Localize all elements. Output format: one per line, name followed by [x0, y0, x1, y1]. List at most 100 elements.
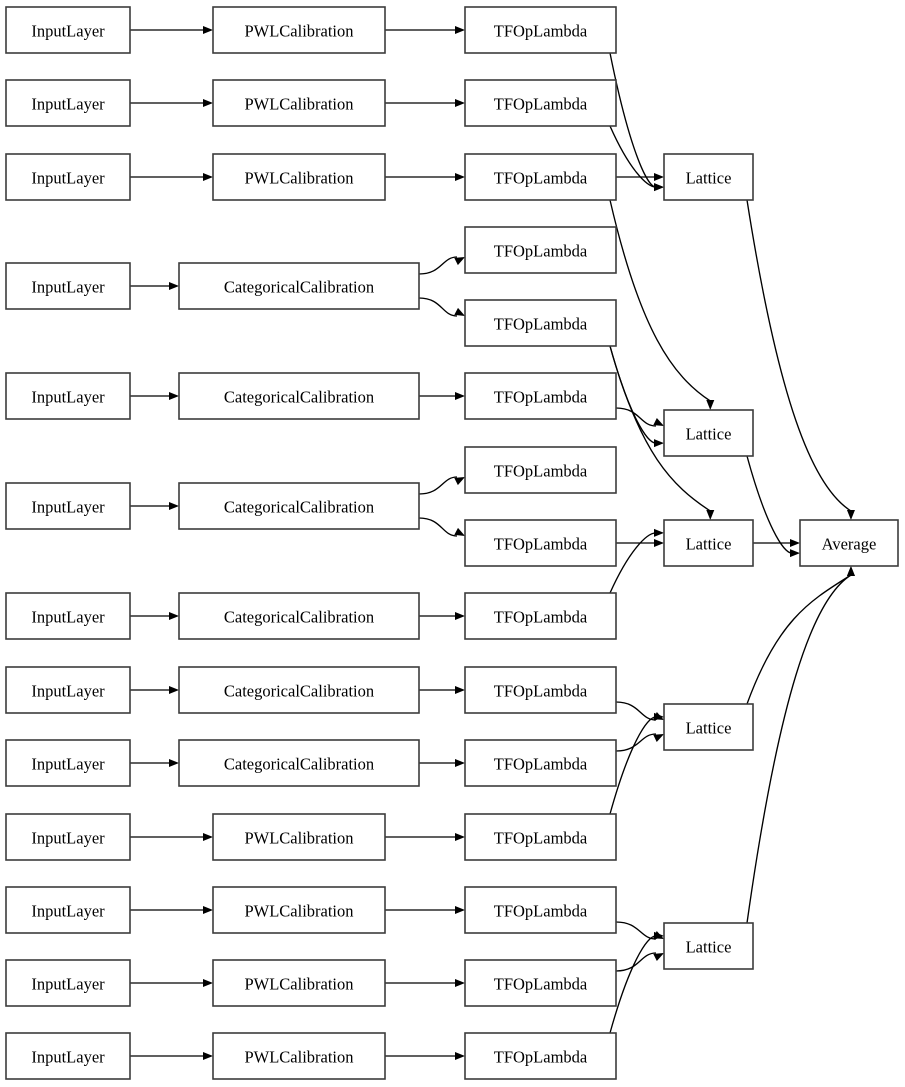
node-box[interactable]: [464, 886, 617, 934]
node-box[interactable]: [464, 6, 617, 54]
node-box[interactable]: [464, 592, 617, 640]
node-box[interactable]: [464, 1032, 617, 1080]
node-input-layer-in5[interactable]: InputLayer: [5, 372, 131, 420]
node-tfop-lambda-lam10[interactable]: TFOpLambda: [464, 666, 617, 714]
node-box[interactable]: [212, 813, 386, 861]
node-tfop-lambda-lam13[interactable]: TFOpLambda: [464, 886, 617, 934]
node-box[interactable]: [5, 959, 131, 1007]
node-lattice-lat4[interactable]: Lattice: [663, 703, 754, 751]
node-input-layer-in7[interactable]: InputLayer: [5, 592, 131, 640]
node-box[interactable]: [5, 482, 131, 530]
edge-cal9-to-lam11: [419, 759, 465, 767]
node-lattice-lat5[interactable]: Lattice: [663, 922, 754, 970]
node-tfop-lambda-lam15[interactable]: TFOpLambda: [464, 1032, 617, 1080]
node-box[interactable]: [212, 886, 386, 934]
node-input-layer-in8[interactable]: InputLayer: [5, 666, 131, 714]
node-box[interactable]: [5, 813, 131, 861]
node-box[interactable]: [178, 372, 420, 420]
node-box[interactable]: [663, 409, 754, 457]
node-categorical-calibration-cal4[interactable]: CategoricalCalibration: [178, 262, 420, 310]
node-box[interactable]: [464, 739, 617, 787]
node-box[interactable]: [5, 6, 131, 54]
node-pwlcalibration-cal10[interactable]: PWLCalibration: [212, 813, 386, 861]
node-box[interactable]: [5, 1032, 131, 1080]
node-box[interactable]: [464, 666, 617, 714]
node-box[interactable]: [5, 886, 131, 934]
node-box[interactable]: [212, 959, 386, 1007]
node-box[interactable]: [178, 262, 420, 310]
node-box[interactable]: [5, 79, 131, 127]
node-categorical-calibration-cal5[interactable]: CategoricalCalibration: [178, 372, 420, 420]
node-label: TFOpLambda: [494, 22, 588, 41]
node-box[interactable]: [178, 482, 420, 530]
node-categorical-calibration-cal9[interactable]: CategoricalCalibration: [178, 739, 420, 787]
node-tfop-lambda-lam14[interactable]: TFOpLambda: [464, 959, 617, 1007]
node-pwlcalibration-cal13[interactable]: PWLCalibration: [212, 1032, 386, 1080]
node-box[interactable]: [464, 519, 617, 567]
node-box[interactable]: [464, 813, 617, 861]
node-box[interactable]: [212, 153, 386, 201]
node-input-layer-in11[interactable]: InputLayer: [5, 886, 131, 934]
node-box[interactable]: [5, 153, 131, 201]
node-tfop-lambda-lam9[interactable]: TFOpLambda: [464, 592, 617, 640]
node-box[interactable]: [212, 1032, 386, 1080]
node-box[interactable]: [5, 372, 131, 420]
node-box[interactable]: [464, 959, 617, 1007]
node-categorical-calibration-cal6[interactable]: CategoricalCalibration: [178, 482, 420, 530]
node-tfop-lambda-lam11[interactable]: TFOpLambda: [464, 739, 617, 787]
node-lattice-lat2[interactable]: Lattice: [663, 409, 754, 457]
node-input-layer-in9[interactable]: InputLayer: [5, 739, 131, 787]
node-box[interactable]: [178, 592, 420, 640]
node-box[interactable]: [464, 226, 617, 274]
node-tfop-lambda-lam4[interactable]: TFOpLambda: [464, 226, 617, 274]
node-tfop-lambda-lam1[interactable]: TFOpLambda: [464, 6, 617, 54]
node-tfop-lambda-lam2[interactable]: TFOpLambda: [464, 79, 617, 127]
edge-cal13-to-lam15: [385, 1052, 465, 1060]
node-tfop-lambda-lam6[interactable]: TFOpLambda: [464, 372, 617, 420]
node-box[interactable]: [663, 519, 754, 567]
node-box[interactable]: [212, 79, 386, 127]
node-lattice-lat1[interactable]: Lattice: [663, 153, 754, 201]
node-input-layer-in6[interactable]: InputLayer: [5, 482, 131, 530]
node-box[interactable]: [5, 666, 131, 714]
edge-line: [609, 935, 657, 1034]
node-box[interactable]: [5, 592, 131, 640]
node-average-avg[interactable]: Average: [799, 519, 899, 567]
node-box[interactable]: [464, 446, 617, 494]
node-lattice-lat3[interactable]: Lattice: [663, 519, 754, 567]
node-box[interactable]: [464, 79, 617, 127]
node-categorical-calibration-cal7[interactable]: CategoricalCalibration: [178, 592, 420, 640]
node-tfop-lambda-lam12[interactable]: TFOpLambda: [464, 813, 617, 861]
node-box[interactable]: [799, 519, 899, 567]
node-pwlcalibration-cal1[interactable]: PWLCalibration: [212, 6, 386, 54]
node-categorical-calibration-cal8[interactable]: CategoricalCalibration: [178, 666, 420, 714]
node-box[interactable]: [663, 922, 754, 970]
node-box[interactable]: [212, 6, 386, 54]
node-input-layer-in10[interactable]: InputLayer: [5, 813, 131, 861]
node-box[interactable]: [663, 153, 754, 201]
node-input-layer-in2[interactable]: InputLayer: [5, 79, 131, 127]
node-input-layer-in13[interactable]: InputLayer: [5, 1032, 131, 1080]
node-box[interactable]: [464, 153, 617, 201]
node-tfop-lambda-lam8[interactable]: TFOpLambda: [464, 519, 617, 567]
node-pwlcalibration-cal12[interactable]: PWLCalibration: [212, 959, 386, 1007]
node-tfop-lambda-lam5[interactable]: TFOpLambda: [464, 299, 617, 347]
node-box[interactable]: [5, 739, 131, 787]
edge-arrowhead: [790, 539, 800, 547]
node-box[interactable]: [464, 299, 617, 347]
node-pwlcalibration-cal2[interactable]: PWLCalibration: [212, 79, 386, 127]
node-pwlcalibration-cal3[interactable]: PWLCalibration: [212, 153, 386, 201]
node-input-layer-in12[interactable]: InputLayer: [5, 959, 131, 1007]
node-label: TFOpLambda: [494, 95, 588, 114]
node-pwlcalibration-cal11[interactable]: PWLCalibration: [212, 886, 386, 934]
node-tfop-lambda-lam3[interactable]: TFOpLambda: [464, 153, 617, 201]
node-input-layer-in4[interactable]: InputLayer: [5, 262, 131, 310]
node-box[interactable]: [178, 739, 420, 787]
node-box[interactable]: [663, 703, 754, 751]
node-input-layer-in1[interactable]: InputLayer: [5, 6, 131, 54]
node-tfop-lambda-lam7[interactable]: TFOpLambda: [464, 446, 617, 494]
node-input-layer-in3[interactable]: InputLayer: [5, 153, 131, 201]
node-box[interactable]: [178, 666, 420, 714]
node-box[interactable]: [464, 372, 617, 420]
node-box[interactable]: [5, 262, 131, 310]
